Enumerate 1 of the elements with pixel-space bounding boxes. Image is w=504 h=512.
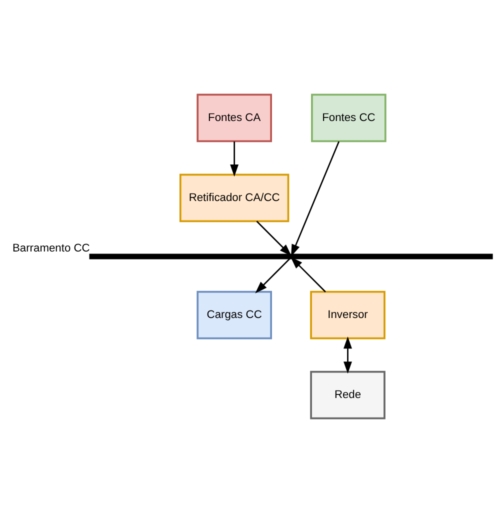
node-label: Barramento CC <box>12 242 90 254</box>
